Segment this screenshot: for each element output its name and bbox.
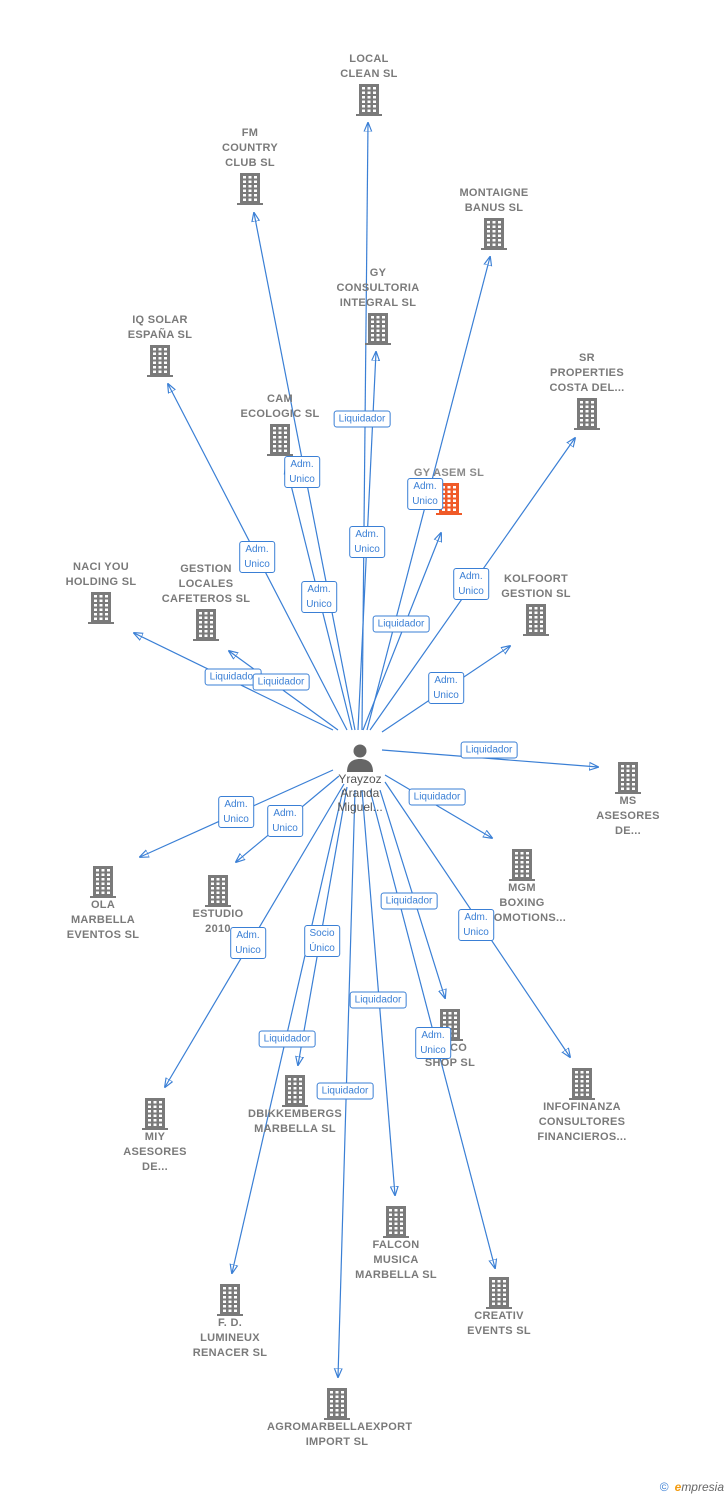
- company-node-ola-marbella[interactable]: OLA MARBELLA EVENTOS SL: [33, 864, 173, 943]
- company-node-creativ-events[interactable]: CREATIV EVENTS SL: [429, 1275, 569, 1339]
- company-node-agromarbella[interactable]: AGROMARBELLAEXPORT IMPORT SL: [267, 1386, 413, 1450]
- company-node-lumineux[interactable]: F. D. LUMINEUX RENACER SL: [160, 1282, 300, 1361]
- relation-label-dbikkembergs[interactable]: Socio Único: [304, 925, 340, 957]
- edge-gestion-locales: [229, 651, 339, 731]
- brand-name: mpresia: [681, 1480, 724, 1494]
- relation-label-coco-shop[interactable]: Liquidador: [380, 892, 438, 910]
- copyright-mark: ©: [659, 1480, 669, 1494]
- building-icon: [509, 849, 535, 881]
- relation-label-naci-you[interactable]: Liquidador: [204, 668, 262, 686]
- company-label: IQ SOLAR ESPAÑA SL: [127, 314, 193, 341]
- company-node-falcon-musica[interactable]: FALCON MUSICA MARBELLA SL: [326, 1204, 466, 1283]
- company-node-montaigne[interactable]: MONTAIGNE BANUS SL: [424, 186, 564, 250]
- company-label: DBIKKEMBERGS MARBELLA SL: [247, 1108, 343, 1135]
- company-node-estudio-2010[interactable]: ESTUDIO 2010: [148, 873, 288, 937]
- company-node-kolfoort[interactable]: KOLFOORT GESTION SL: [466, 572, 606, 636]
- relation-label-cam-ecologic[interactable]: Adm. Unico: [301, 581, 337, 613]
- company-label: MIY ASESORES DE...: [123, 1131, 187, 1173]
- relation-label-estudio-2010[interactable]: Adm. Unico: [267, 805, 303, 837]
- building-icon: [523, 604, 549, 636]
- building-icon: [237, 173, 263, 205]
- building-icon: [365, 313, 391, 345]
- company-node-iq-solar[interactable]: IQ SOLAR ESPAÑA SL: [90, 313, 230, 377]
- person-icon: [347, 744, 373, 772]
- relation-label-ola-marbella[interactable]: Adm. Unico: [218, 796, 254, 828]
- building-icon: [88, 592, 114, 624]
- building-icon: [267, 424, 293, 456]
- company-label: AGROMARBELLAEXPORT IMPORT SL: [267, 1421, 413, 1448]
- company-label: FALCON MUSICA MARBELLA SL: [355, 1239, 437, 1281]
- company-node-infofinanza[interactable]: INFOFINANZA CONSULTORES FINANCIEROS...: [512, 1066, 652, 1145]
- company-label: OLA MARBELLA EVENTOS SL: [66, 899, 140, 941]
- relation-label-local-clean[interactable]: Liquidador: [333, 410, 391, 428]
- company-node-mgm-boxing[interactable]: MGM BOXING PROMOTIONS...: [452, 847, 592, 926]
- company-label: INFOFINANZA CONSULTORES FINANCIEROS...: [537, 1101, 627, 1143]
- company-node-local-clean[interactable]: LOCAL CLEAN SL: [299, 52, 439, 116]
- relation-label-ms-asesores[interactable]: Liquidador: [460, 741, 518, 759]
- relation-label-mgm-boxing[interactable]: Liquidador: [408, 788, 466, 806]
- building-icon: [90, 866, 116, 898]
- company-node-sr-properties[interactable]: SR PROPERTIES COSTA DEL...: [517, 351, 657, 430]
- person-node[interactable]: Yrayzoz Aranda Miguel...: [300, 742, 420, 814]
- company-node-miy-asesores[interactable]: MIY ASESORES DE...: [85, 1096, 225, 1175]
- building-icon: [574, 398, 600, 430]
- company-node-dbikkembergs[interactable]: DBIKKEMBERGS MARBELLA SL: [225, 1073, 365, 1137]
- building-icon: [569, 1068, 595, 1100]
- company-label: F. D. LUMINEUX RENACER SL: [192, 1317, 268, 1359]
- company-label: CAM ECOLOGIC SL: [240, 393, 320, 420]
- relation-label-kolfoort[interactable]: Adm. Unico: [428, 672, 464, 704]
- company-node-naci-you[interactable]: NACI YOU HOLDING SL: [31, 560, 171, 624]
- company-label: NACI YOU HOLDING SL: [65, 561, 137, 588]
- building-icon: [324, 1388, 350, 1420]
- company-label: GY CONSULTORIA INTEGRAL SL: [336, 267, 420, 309]
- building-icon: [481, 218, 507, 250]
- company-label: MONTAIGNE BANUS SL: [459, 187, 529, 214]
- building-icon: [282, 1075, 308, 1107]
- company-label: CREATIV EVENTS SL: [467, 1310, 531, 1337]
- company-label: LOCAL CLEAN SL: [340, 53, 398, 80]
- brand-logo-initial: e: [674, 1480, 682, 1494]
- edge-ms-asesores: [381, 749, 598, 767]
- building-icon: [615, 762, 641, 794]
- relation-label-gestion-locales[interactable]: Liquidador: [252, 673, 310, 691]
- edge-mgm-boxing: [384, 774, 492, 838]
- relation-label-infofinanza[interactable]: Adm. Unico: [458, 909, 494, 941]
- relation-label-miy-asesores[interactable]: Adm. Unico: [230, 927, 266, 959]
- company-node-ms-asesores[interactable]: MS ASESORES DE...: [558, 760, 698, 839]
- building-icon: [486, 1277, 512, 1309]
- building-icon: [356, 84, 382, 116]
- company-label: MS ASESORES DE...: [596, 795, 660, 837]
- building-icon: [147, 345, 173, 377]
- company-label: SR PROPERTIES COSTA DEL...: [549, 352, 625, 394]
- relation-label-agromarbella[interactable]: Liquidador: [316, 1082, 374, 1100]
- person-name: Yrayzoz Aranda Miguel...: [337, 772, 383, 814]
- company-node-gy-consultoria[interactable]: GY CONSULTORIA INTEGRAL SL: [308, 266, 448, 345]
- company-node-gy-asem[interactable]: GY ASEM SL: [379, 466, 519, 515]
- company-node-cam-ecologic[interactable]: CAM ECOLOGIC SL: [210, 392, 350, 456]
- relation-label-montaigne[interactable]: Liquidador: [372, 615, 430, 633]
- company-node-fm-country[interactable]: FM COUNTRY CLUB SL: [180, 126, 320, 205]
- building-icon: [217, 1284, 243, 1316]
- relation-label-creativ-events[interactable]: Adm. Unico: [415, 1027, 451, 1059]
- relation-label-gy-consultoria[interactable]: Adm. Unico: [349, 526, 385, 558]
- relation-label-gy-asem[interactable]: Adm. Unico: [407, 478, 443, 510]
- company-label: GESTION LOCALES CAFETEROS SL: [161, 563, 251, 605]
- company-label: ESTUDIO 2010: [192, 908, 244, 935]
- building-icon: [193, 609, 219, 641]
- relation-label-fm-country[interactable]: Adm. Unico: [284, 456, 320, 488]
- footer: © empresia: [660, 1480, 724, 1494]
- company-label: MGM BOXING PROMOTIONS...: [477, 882, 567, 924]
- building-icon: [205, 875, 231, 907]
- company-label: FM COUNTRY CLUB SL: [221, 127, 279, 169]
- building-icon: [436, 483, 462, 515]
- building-icon: [142, 1098, 168, 1130]
- company-label: KOLFOORT GESTION SL: [501, 573, 571, 600]
- company-label: GY ASEM SL: [413, 467, 485, 479]
- relation-label-falcon-musica[interactable]: Liquidador: [349, 991, 407, 1009]
- relation-label-iq-solar[interactable]: Adm. Unico: [239, 541, 275, 573]
- building-icon: [383, 1206, 409, 1238]
- relation-label-lumineux[interactable]: Liquidador: [258, 1030, 316, 1048]
- relation-label-sr-properties[interactable]: Adm. Unico: [453, 568, 489, 600]
- company-node-gestion-locales[interactable]: GESTION LOCALES CAFETEROS SL: [136, 562, 276, 641]
